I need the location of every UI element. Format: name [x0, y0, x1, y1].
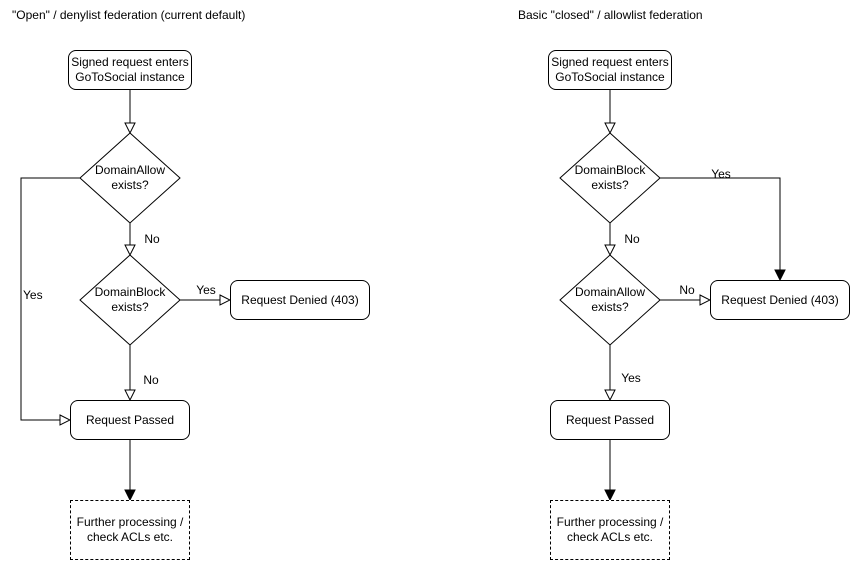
- edge-left-decision1-yes-to-passed: [20, 177, 80, 420]
- left-decision2-diamond: [79, 254, 181, 346]
- left-start-line2: GoToSocial instance: [75, 70, 185, 84]
- right-passed-node: Request Passed: [550, 400, 670, 440]
- left-edge-label-decision1-yes: Yes: [23, 288, 43, 302]
- left-denied-node: Request Denied (403): [230, 280, 370, 320]
- left-decision1-diamond: [79, 132, 181, 224]
- right-edge-label-decision2-no: No: [679, 283, 695, 297]
- right-further-processing-node: Further processing / check ACLs etc.: [550, 500, 670, 560]
- right-edge-label-decision1-no: No: [624, 232, 640, 246]
- left-edge-label-decision1-no: No: [144, 232, 160, 246]
- right-start-line1: Signed request enters: [551, 55, 669, 69]
- right-start-node: Signed request enters GoToSocial instanc…: [548, 50, 672, 90]
- left-passed-node: Request Passed: [70, 400, 190, 440]
- right-decision1-diamond: [559, 132, 661, 224]
- left-start-node: Signed request enters GoToSocial instanc…: [68, 50, 192, 90]
- left-further-processing-node: Further processing / check ACLs etc.: [70, 500, 190, 560]
- left-flowchart-title: "Open" / denylist federation (current de…: [12, 8, 246, 22]
- right-edge-label-decision1-yes: Yes: [711, 167, 731, 181]
- right-start-line2: GoToSocial instance: [555, 70, 665, 84]
- right-flowchart-title: Basic "closed" / allowlist federation: [518, 8, 703, 22]
- right-decision2-diamond: [559, 254, 661, 346]
- edge-right-decision1-yes-to-denied: [660, 177, 780, 280]
- right-edge-label-decision2-yes: Yes: [621, 371, 641, 385]
- right-denied-node: Request Denied (403): [710, 280, 850, 320]
- left-edge-label-decision2-yes: Yes: [196, 283, 216, 297]
- left-edge-label-decision2-no: No: [143, 373, 159, 387]
- left-start-line1: Signed request enters: [71, 55, 189, 69]
